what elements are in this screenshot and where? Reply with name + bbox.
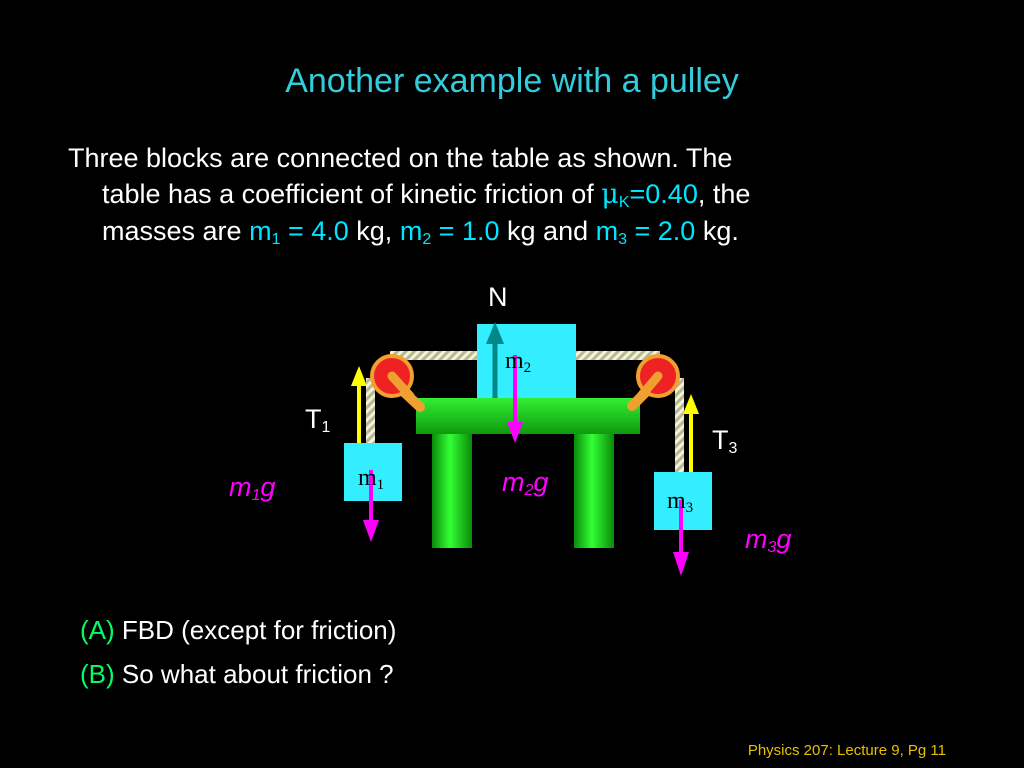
weight-m1-arrowhead <box>363 520 379 542</box>
slide-title: Another example with a pulley <box>285 62 739 100</box>
mass-symbol: m <box>595 216 619 246</box>
mass-symbol: m <box>249 216 272 246</box>
rope-left-vertical <box>366 378 375 444</box>
weight-m3-label: m3g <box>745 524 792 556</box>
weight-m3-arrowhead <box>673 552 689 576</box>
pulley-mount-left-inner <box>387 371 415 401</box>
mu-number: =0.40 <box>629 179 698 209</box>
mass-number: = 1.0 <box>431 216 500 246</box>
mass-number: = 2.0 <box>627 216 696 246</box>
option-b: (B) So what about friction ? <box>80 659 394 690</box>
mass-3-value: m3 = 2.0 <box>595 216 696 248</box>
weight-m2-arrowhead <box>507 422 523 443</box>
table-leg-right <box>574 432 614 548</box>
tension-symbol: T <box>305 404 322 434</box>
table-top <box>416 398 640 434</box>
statement-line-2: table has a coefficient of kinetic frict… <box>68 176 968 213</box>
mass-subscript: 1 <box>271 231 281 248</box>
table-leg-left <box>432 432 472 548</box>
weight-subscript: 3 <box>767 539 777 556</box>
mass-2-value: m2 = 1.0 <box>399 216 500 248</box>
mass-number: = 4.0 <box>280 216 349 246</box>
statement-text: table has a coefficient of kinetic frict… <box>102 179 602 209</box>
mu-symbol: μ <box>601 179 619 210</box>
pulley-mount-right-inner <box>636 371 663 401</box>
statement-line-1: Three blocks are connected on the table … <box>68 143 733 173</box>
weight-subscript: 1 <box>251 487 261 504</box>
block-symbol: m <box>358 465 377 491</box>
mu-subscript: K <box>618 194 630 211</box>
option-text: So what about friction ? <box>114 659 394 689</box>
block-subscript: 1 <box>376 477 385 493</box>
tension-t1-label: T1 <box>305 404 331 436</box>
block-symbol: m <box>667 488 686 514</box>
tension-t3-label: T3 <box>712 425 738 457</box>
statement-text: kg and <box>499 216 596 246</box>
mass-subscript: 3 <box>618 231 628 248</box>
weight-m2-label: m2g <box>502 467 549 499</box>
block-m1-label: m1 <box>358 465 385 493</box>
weight-symbol: m <box>229 472 252 502</box>
option-key: (B) <box>80 659 115 689</box>
block-subscript: 2 <box>523 360 532 376</box>
rope-right-horizontal <box>575 351 660 360</box>
tension-t1-arrowhead <box>351 366 367 386</box>
tension-symbol: T <box>712 425 729 455</box>
option-a: (A) FBD (except for friction) <box>80 615 396 646</box>
tension-subscript: 1 <box>321 419 331 436</box>
normal-force-label: N <box>488 282 508 312</box>
weight-g: g <box>776 524 792 554</box>
weight-g: g <box>533 467 549 497</box>
statement-text: kg. <box>695 216 739 246</box>
block-m3-label: m3 <box>667 488 694 516</box>
rope-right-vertical <box>675 378 684 472</box>
weight-symbol: m <box>502 467 525 497</box>
weight-m1-label: m1g <box>229 472 276 504</box>
option-text: FBD (except for friction) <box>114 615 397 645</box>
mass-symbol: m <box>399 216 423 246</box>
option-key: (A) <box>80 615 115 645</box>
statement-text: masses are <box>102 216 250 246</box>
statement-text: , the <box>697 179 751 209</box>
weight-subscript: 2 <box>524 482 534 499</box>
mass-1-value: m1 = 4.0 <box>249 216 349 248</box>
rope-left-horizontal <box>390 351 480 360</box>
tension-subscript: 3 <box>728 440 738 457</box>
normal-force-arrowhead <box>486 322 504 344</box>
block-m2-label: m2 <box>505 348 532 376</box>
mu-k-value: μK=0.40 <box>601 179 698 211</box>
tension-t3-arrowhead <box>683 394 699 414</box>
problem-statement: Three blocks are connected on the table … <box>68 140 968 249</box>
statement-text: kg, <box>348 216 400 246</box>
block-symbol: m <box>505 348 524 374</box>
block-subscript: 3 <box>685 500 694 516</box>
weight-symbol: m <box>745 524 768 554</box>
statement-line-3: masses are m1 = 4.0 kg, m2 = 1.0 kg and … <box>68 213 968 249</box>
weight-g: g <box>260 472 276 502</box>
mass-subscript: 2 <box>422 231 432 248</box>
slide-footer: Physics 207: Lecture 9, Pg 11 <box>747 742 946 759</box>
